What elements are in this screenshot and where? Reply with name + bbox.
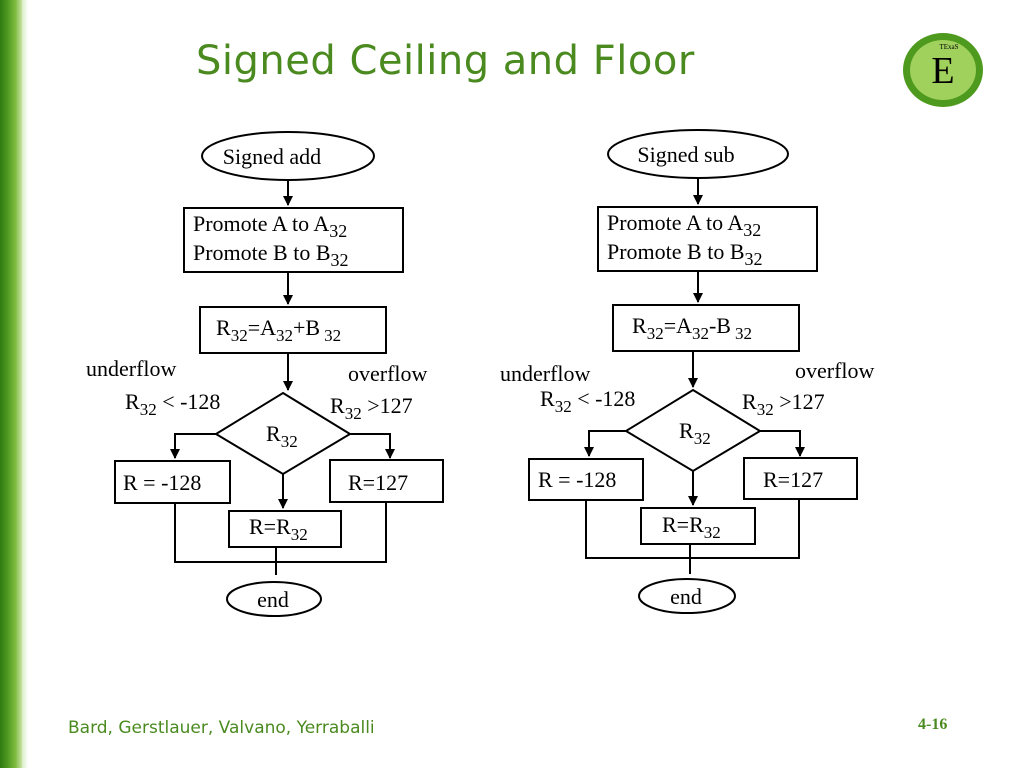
arrow-decision-to-underflow xyxy=(584,430,626,457)
footer-authors: Bard, Gerstlauer, Valvano, Yerraballi xyxy=(68,718,375,738)
arrow-decision-to-overflow xyxy=(350,433,395,459)
logo-letter: E xyxy=(931,50,954,92)
merge-line-left xyxy=(585,500,690,559)
start-label: Signed sub xyxy=(637,142,734,167)
underflow-result-label: R = -128 xyxy=(123,470,201,495)
flowchart-signed-add: Signed add Promote A to A32 Promote B to… xyxy=(86,131,444,617)
overflow-condition: R32 >127 xyxy=(330,393,413,423)
promote-box xyxy=(597,206,818,272)
promote-box xyxy=(183,207,404,273)
overflow-label: overflow xyxy=(348,361,428,386)
underflow-label: underflow xyxy=(86,356,177,381)
end-oval xyxy=(638,578,736,614)
overflow-result-label: R=127 xyxy=(763,467,823,492)
flowchart-signed-sub: Signed sub Promote A to A32 Promote B to… xyxy=(500,129,875,614)
slide-left-accent-bar xyxy=(0,0,22,768)
promote-a-label: Promote A to A32 xyxy=(607,210,761,240)
operation-box xyxy=(612,304,800,352)
promote-b-label: Promote B to B32 xyxy=(193,240,349,270)
normal-result-label: R=R32 xyxy=(249,514,308,544)
overflow-condition: R32 >127 xyxy=(742,389,825,419)
promote-a-label: Promote A to A32 xyxy=(193,211,347,241)
logo-texas-text: TExaS xyxy=(939,43,958,51)
operation-box xyxy=(199,306,387,354)
promote-b-label: Promote B to B32 xyxy=(607,239,763,269)
merge-line-left xyxy=(174,503,276,563)
merge-line-right xyxy=(690,499,800,559)
end-label: end xyxy=(670,584,702,609)
end-label: end xyxy=(257,587,289,612)
slide-title: Signed Ceiling and Floor xyxy=(196,38,695,84)
underflow-result-box xyxy=(114,460,231,504)
overflow-result-label: R=127 xyxy=(348,470,408,495)
underflow-condition: R32 < -128 xyxy=(125,389,220,419)
underflow-condition: R32 < -128 xyxy=(540,386,635,416)
normal-result-label: R=R32 xyxy=(662,512,721,542)
normal-result-box xyxy=(640,507,756,545)
normal-result-box xyxy=(228,510,342,548)
arrow-decision-to-underflow xyxy=(170,433,216,459)
overflow-label: overflow xyxy=(795,358,875,383)
start-label: Signed add xyxy=(223,144,321,169)
logo-inner-disc xyxy=(910,40,976,100)
underflow-label: underflow xyxy=(500,361,591,386)
overflow-result-box xyxy=(743,457,858,500)
decision-label: R32 xyxy=(679,418,711,448)
slide-left-accent-fade xyxy=(22,0,28,768)
underflow-result-label: R = -128 xyxy=(538,467,616,492)
merge-line-right xyxy=(276,502,387,563)
decision-label: R32 xyxy=(266,421,298,451)
page-number: 4-16 xyxy=(918,716,948,733)
texas-logo-icon: E TExaS xyxy=(903,33,983,107)
arrow-decision-to-overflow xyxy=(760,430,805,457)
end-oval xyxy=(226,581,322,617)
